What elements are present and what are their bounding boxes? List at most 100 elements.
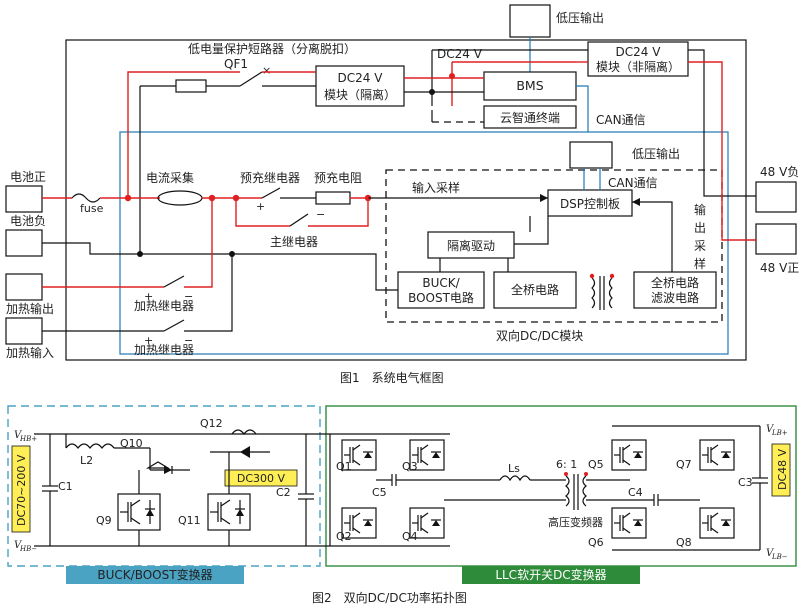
full-bridge-box <box>493 271 577 309</box>
q5-label: Q5 <box>588 458 604 471</box>
precharge-res-label: 预充电阻 <box>314 170 362 185</box>
v48-pos-label: 48 V正 <box>760 261 799 275</box>
q11-label: Q11 <box>178 514 201 527</box>
current-sample-label: 电流采集 <box>146 170 194 185</box>
buck-boost-line2: BOOST电路 <box>408 290 474 305</box>
dc24-top-label: DC24 V <box>437 47 483 61</box>
main-relay-label: 主继电器 <box>270 235 318 249</box>
heat-relay1-minus: − <box>184 290 193 303</box>
figure2-topology: BUCK/BOOST变换器 LLC软开关DC变换器 V HB+ V HB− DC… <box>7 405 797 605</box>
ratio-label: 6: 1 <box>556 458 577 471</box>
dc300-tag <box>224 469 298 487</box>
full-bridge-label: 全桥电路 <box>511 282 559 297</box>
dc24-noniso-line1: DC24 V <box>616 45 662 59</box>
fb-filter-line1: 全桥电路 <box>651 275 699 290</box>
heat-out-label: 加热输出 <box>6 301 54 316</box>
precharge-res-box <box>315 191 351 205</box>
can-label-2: CAN通信 <box>608 176 658 190</box>
bat-pos-label: 电池正 <box>10 170 46 184</box>
output-sample-label-2: 出 <box>694 221 706 235</box>
can-label-1: CAN通信 <box>596 113 646 127</box>
vhb-minus-sub: HB− <box>19 545 37 553</box>
lv-out-mid-label: 低压输出 <box>632 146 680 161</box>
v48-neg-box <box>755 181 797 213</box>
q9-label: Q9 <box>96 514 112 527</box>
iso-drive-label: 隔离驱动 <box>447 238 495 253</box>
vhb-minus: V <box>14 540 23 551</box>
input-sample-label: 输入采样 <box>412 180 460 195</box>
dc24-noniso-line2: 模块（非隔离） <box>596 59 680 74</box>
llc-label: LLC软开关DC变换器 <box>495 567 606 582</box>
bat-neg-label: 电池负 <box>10 214 46 228</box>
q6-label: Q6 <box>588 536 604 549</box>
q8-label: Q8 <box>676 536 692 549</box>
vlb-minus: V <box>766 548 775 559</box>
buck-boost-line1: BUCK/ <box>422 276 460 290</box>
dc70-tag <box>11 445 31 533</box>
main-relay-plus: + <box>256 200 265 213</box>
fuse-label: fuse <box>80 202 104 215</box>
heat-relay1-plus: + <box>144 290 153 303</box>
figure1-system-diagram: 低压输出 低电量保护短路器（分离脱扣） QF1 DC24 V 模块（隔离） DC… <box>5 4 799 385</box>
transformer-icon <box>589 273 615 310</box>
hv-transformer-icon <box>564 472 588 510</box>
llc-label-bg <box>462 566 640 584</box>
vlb-plus-sub: LB+ <box>771 429 788 437</box>
dc300-label: DC300 V <box>237 472 286 485</box>
heat-in-box <box>5 317 43 345</box>
blue-inner-frame <box>119 131 729 355</box>
dc48-label: DC48 V <box>776 448 789 490</box>
ls-label: Ls <box>508 462 520 475</box>
heat-out-box <box>5 273 43 301</box>
hv-transformer-label: 高压变频器 <box>548 515 603 529</box>
fig1-caption: 图1 系统电气框图 <box>340 370 444 385</box>
fig2-caption: 图2 双向DC/DC功率拓扑图 <box>312 590 467 605</box>
q7-label: Q7 <box>676 458 692 471</box>
heat-relay1-label: 加热继电器 <box>134 299 194 313</box>
vhb-plus: V <box>14 430 23 441</box>
vlb-minus-sub: LB− <box>771 553 788 561</box>
outer-frame <box>65 39 747 361</box>
dc48-tag <box>771 443 791 497</box>
heat-relay2-plus: + <box>144 334 153 347</box>
v48-pos-box <box>755 223 797 255</box>
output-sample-label-1: 输 <box>694 202 706 217</box>
dcdc-module-label: 双向DC/DC模块 <box>496 328 583 343</box>
lv-out-top-box <box>509 4 551 38</box>
bat-pos-box <box>5 185 43 213</box>
vhb-plus-sub: HB+ <box>19 435 37 443</box>
dc70-label: DC70~200 V <box>15 454 28 526</box>
q1-label: Q1 <box>336 460 352 473</box>
heat-relay2-label: 加热继电器 <box>134 343 194 357</box>
buck-label: BUCK/BOOST变换器 <box>97 567 212 582</box>
lv-out-top-label: 低压输出 <box>556 10 604 25</box>
cloud-label: 云智通终端 <box>500 110 560 125</box>
q4-label: Q4 <box>402 530 418 543</box>
main-relay-minus: − <box>316 208 325 221</box>
bms-label: BMS <box>516 78 543 93</box>
c2-label: C2 <box>276 486 291 499</box>
qf1-label: QF1 <box>224 57 248 71</box>
c1-label: C1 <box>58 480 73 493</box>
c3-label: C3 <box>738 476 753 489</box>
q2-label: Q2 <box>336 530 352 543</box>
q12-label: Q12 <box>200 417 223 430</box>
c4-label: C4 <box>628 486 643 499</box>
heat-relay2-minus: − <box>184 334 193 347</box>
fb-filter-line2: 滤波电路 <box>651 290 699 305</box>
precharge-relay-label: 预充继电器 <box>240 170 300 185</box>
dc24-iso-line2: 模块（隔离） <box>324 87 396 102</box>
svg-text:×: × <box>262 64 271 77</box>
q10-label: Q10 <box>120 437 143 450</box>
cloud-box <box>483 105 577 129</box>
protect-breaker-label: 低电量保护短路器（分离脱扣） <box>188 41 356 56</box>
lv-out-mid-box <box>569 141 613 169</box>
breaker-coil <box>175 79 207 93</box>
q3-label: Q3 <box>402 460 418 473</box>
vlb-plus: V <box>766 424 775 435</box>
dsp-label: DSP控制板 <box>560 197 620 211</box>
dcdc-dashed-frame <box>385 169 723 323</box>
fb-filter-box <box>633 271 717 309</box>
buck-label-bg <box>66 566 244 584</box>
